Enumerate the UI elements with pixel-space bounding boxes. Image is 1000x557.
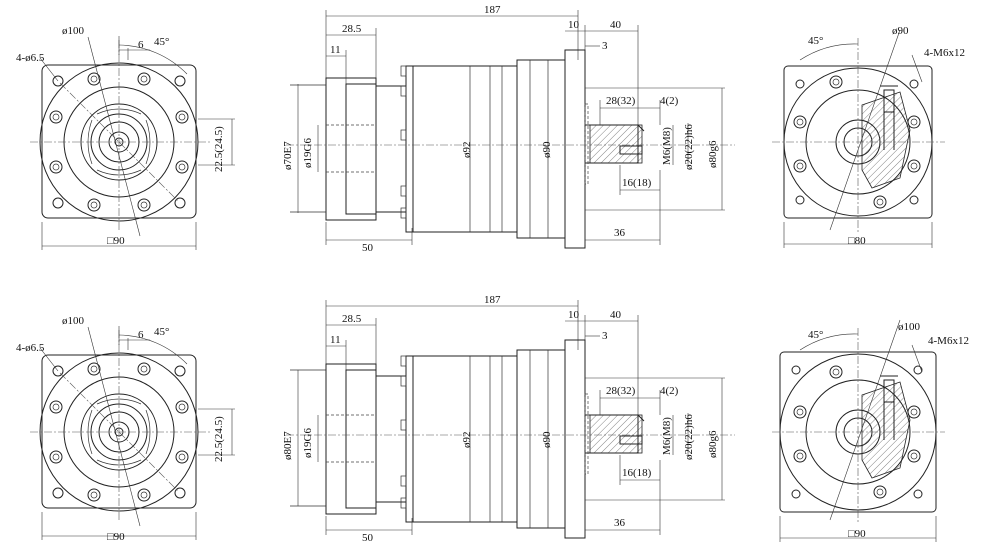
shaft-dia-label: ø20(22)h6 — [683, 124, 695, 170]
output-pilot-label: ø80g6 — [707, 430, 719, 458]
keyway-label: 22.5(24.5) — [213, 126, 225, 172]
pcd-label: ø100 — [62, 25, 85, 37]
body-dia-label: ø92 — [461, 432, 473, 449]
flange-lip-label: 11 — [330, 44, 341, 56]
angle-label: 45° — [154, 36, 169, 48]
shaft-base-label: 36 — [614, 517, 626, 529]
housing-dia-label: ø90 — [541, 141, 553, 158]
left-view-2: 4-ø6.5 ø100 45° 6 22.5(24.5) □90 — [16, 315, 235, 543]
flange-depth-label: 28.5 — [342, 23, 362, 35]
angle-label: 45° — [808, 35, 823, 47]
side-view-2: 187 28.5 11 50 10 40 3 28(32) 4(2) 16(18… — [282, 294, 735, 544]
collar-label: 10 — [568, 19, 580, 31]
row-1: 4-ø6.5 ø100 45° 6 22.5(24.5) □90 — [16, 4, 965, 254]
keyway-label: 22.5(24.5) — [213, 416, 225, 462]
tapped-holes-label: 4-M6x12 — [928, 335, 969, 347]
shaft-thread-label: M6(M8) — [661, 417, 673, 455]
square-label: □90 — [107, 531, 125, 543]
shaft-length-label: 40 — [610, 19, 622, 31]
pcd-label: ø100 — [62, 315, 85, 327]
side-view-1: 187 28.5 11 50 10 40 3 28(32) 4(2) 16(18… — [282, 4, 735, 254]
pcd-label: ø100 — [898, 321, 921, 333]
key-start-label: 16(18) — [622, 467, 652, 479]
shaft-thread-label: M6(M8) — [661, 127, 673, 165]
flange-lip-label: 11 — [330, 334, 341, 346]
angle-label: 45° — [808, 329, 823, 341]
square-label: □90 — [107, 235, 125, 247]
offset-label: 6 — [138, 329, 144, 341]
square-label: □90 — [848, 528, 866, 540]
key-start-label: 16(18) — [622, 177, 652, 189]
input-bore-label: ø19G6 — [302, 428, 314, 458]
housing-dia-label: ø90 — [541, 431, 553, 448]
left-view-1: 4-ø6.5 ø100 45° 6 22.5(24.5) □90 — [16, 25, 235, 250]
offset-label: 6 — [138, 39, 144, 51]
right-view-1: ø90 45° 4-M6x12 □80 — [772, 25, 965, 248]
shaft-base-label: 36 — [614, 227, 626, 239]
flange-depth-label: 28.5 — [342, 313, 362, 325]
key-length-label: 28(32) — [606, 95, 636, 107]
shaft-step-label: 3 — [602, 40, 608, 52]
angle-label: 45° — [154, 326, 169, 338]
total-length-label: 187 — [484, 294, 501, 306]
tapped-holes-label: 4-M6x12 — [924, 47, 965, 59]
bolt-holes-label: 4-ø6.5 — [16, 342, 45, 354]
input-pilot-label: ø80E7 — [282, 431, 294, 460]
input-length-label: 50 — [362, 532, 374, 544]
collar-label: 10 — [568, 309, 580, 321]
right-view-2: ø100 45° 4-M6x12 □90 — [772, 319, 969, 542]
key-length-label: 28(32) — [606, 385, 636, 397]
body-dia-label: ø92 — [461, 142, 473, 159]
input-pilot-label: ø70E7 — [282, 141, 294, 170]
row-2: 4-ø6.5 ø100 45° 6 22.5(24.5) □90 — [16, 294, 969, 544]
key-offset-label: 4(2) — [660, 385, 679, 397]
shaft-step-label: 3 — [602, 330, 608, 342]
total-length-label: 187 — [484, 4, 501, 16]
input-bore-label: ø19G6 — [302, 138, 314, 168]
shaft-dia-label: ø20(22)h6 — [683, 414, 695, 460]
bolt-holes-label: 4-ø6.5 — [16, 52, 45, 64]
shaft-length-label: 40 — [610, 309, 622, 321]
key-offset-label: 4(2) — [660, 95, 679, 107]
input-length-label: 50 — [362, 242, 374, 254]
pcd-label: ø90 — [892, 25, 909, 37]
output-pilot-label: ø80g6 — [707, 140, 719, 168]
square-label: □80 — [848, 235, 866, 247]
